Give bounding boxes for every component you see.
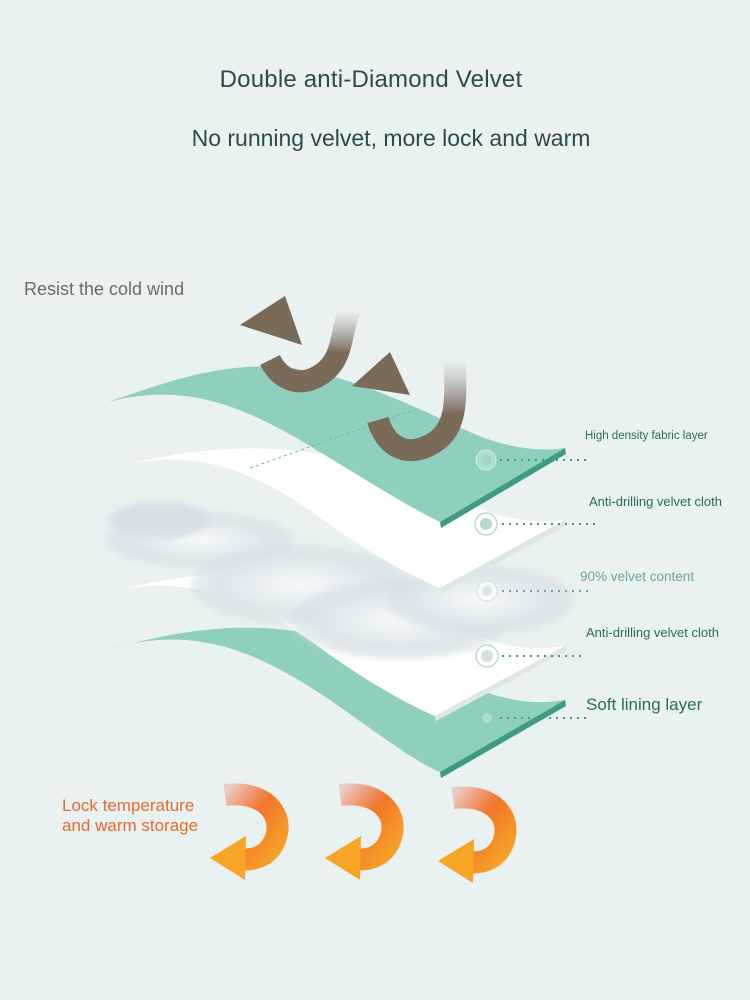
warmth-caption: Lock temperature and warm storage (62, 796, 198, 836)
layer-label-high-density: High density fabric layer (585, 430, 708, 442)
marker-soft-lining (482, 713, 590, 723)
layer-label-soft-lining: Soft lining layer (586, 695, 703, 714)
wind-resistance-label: Resist the cold wind (24, 279, 185, 299)
warmth-caption-line-1: Lock temperature (62, 796, 195, 815)
warmth-caption-line-2: and warm storage (62, 816, 199, 835)
page-title: Double anti-Diamond Velvet (219, 66, 523, 93)
cold-wind-arrow-icon (240, 296, 467, 461)
layer-label-anti-drilling-top: Anti-drilling velvet cloth (589, 494, 722, 509)
warm-circular-arrow-icon (210, 783, 517, 883)
velvet-fill-layer (105, 502, 575, 660)
marker-anti-drilling-bottom (475, 644, 582, 668)
marker-anti-drilling-top (474, 512, 595, 536)
layer-label-anti-drilling-bottom: Anti-drilling velvet cloth (586, 625, 719, 640)
page-subtitle: No running velvet, more lock and warm (191, 125, 591, 151)
soft-lining-layer (108, 627, 566, 778)
anti-drilling-velvet-layer-top (108, 448, 566, 594)
layer-markers (474, 449, 595, 723)
layer-label-velvet-content: 90% velvet content (580, 569, 695, 584)
marker-velvet (476, 580, 590, 602)
high-density-fabric-layer (108, 366, 566, 528)
marker-high-density (475, 449, 590, 471)
